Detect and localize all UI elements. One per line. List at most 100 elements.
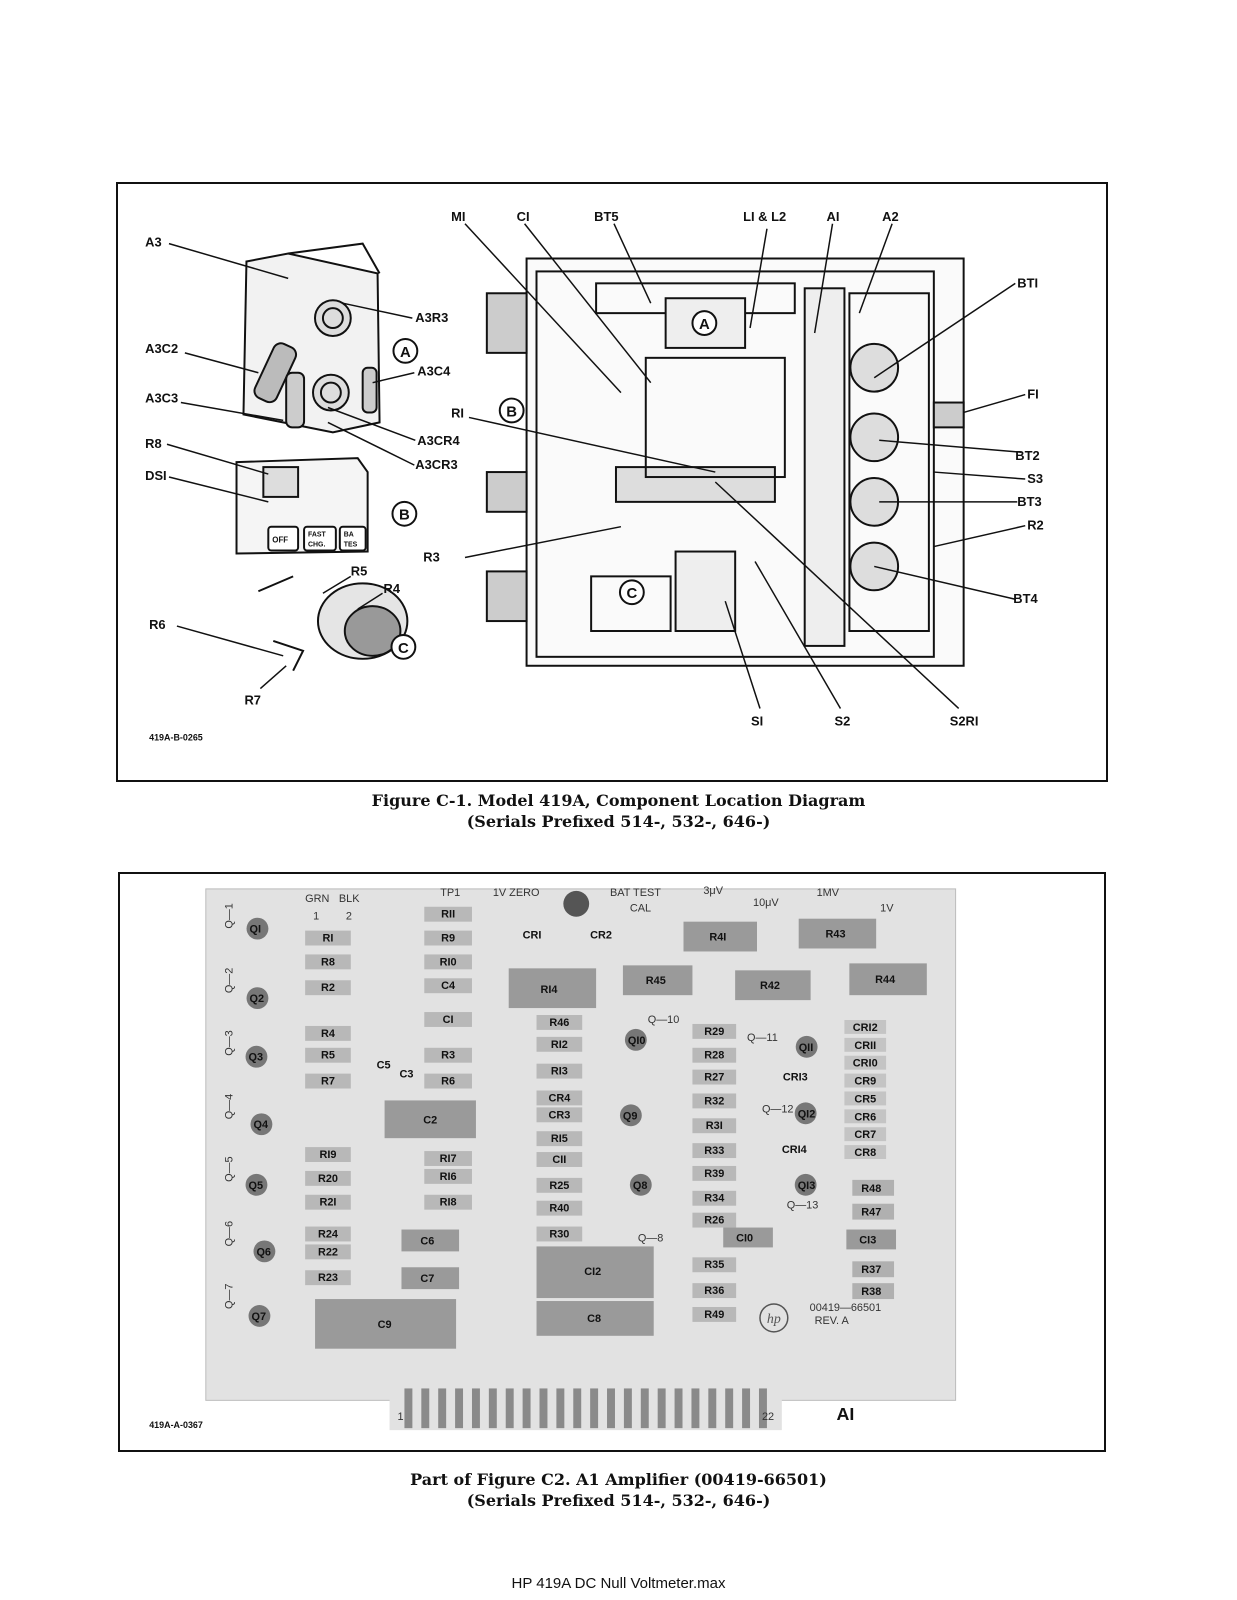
figure2-caption-line2: (Serials Prefixed 514-, 532-, 646-) xyxy=(466,1491,771,1510)
transistor-label: QI xyxy=(250,924,262,936)
label-l1-l2: LI & L2 xyxy=(743,209,786,224)
component-body xyxy=(305,1226,351,1242)
a3-assembly-drawing xyxy=(242,242,381,434)
edge-finger xyxy=(657,1388,666,1429)
diode-label: CR8 xyxy=(854,1147,876,1159)
amplifier-board-figure: GRN BLK 1 2 TP1 1V ZERO BAT TEST CAL 3μV… xyxy=(118,872,1106,1452)
transistor-icon xyxy=(245,1045,268,1068)
component-body xyxy=(305,1194,351,1210)
side-q-label: Q—4 xyxy=(224,1094,236,1119)
component-label: R3 xyxy=(441,1050,455,1062)
component-body xyxy=(305,1170,351,1186)
transistor-icon xyxy=(624,1028,647,1051)
side-q-label: Q—3 xyxy=(224,1030,236,1055)
svg-text:C: C xyxy=(398,641,409,657)
edge-finger xyxy=(640,1388,649,1429)
diode-body xyxy=(844,1127,887,1142)
svg-text:B: B xyxy=(399,508,410,524)
component-group: RIR8R2R4R5R7RI9R20R2IR24R22R23RIIR9RI0C4… xyxy=(305,906,737,1322)
component-body xyxy=(692,1047,737,1063)
label-ds1: DSI xyxy=(145,468,167,483)
pin-2-label: 2 xyxy=(346,911,352,923)
label-r5: R5 xyxy=(351,563,368,578)
transistor-icon xyxy=(795,1035,818,1058)
transistor-label: Q7 xyxy=(252,1311,267,1323)
label-s3: S3 xyxy=(1027,471,1043,486)
test-button-label: TES xyxy=(344,542,358,549)
1v-label: 1V xyxy=(880,903,894,915)
edge-pin-last: 22 xyxy=(762,1411,774,1423)
component-body xyxy=(692,1143,737,1159)
grn-label: GRN xyxy=(305,893,329,905)
c8-label: C8 xyxy=(587,1313,601,1325)
component-label: R9 xyxy=(441,933,455,945)
component-label: R5 xyxy=(321,1050,335,1062)
component-body xyxy=(424,1151,472,1166)
transistor-icon xyxy=(619,1104,642,1127)
component-body xyxy=(692,1069,737,1085)
component-label: R23 xyxy=(318,1272,338,1284)
edge-finger xyxy=(522,1388,531,1429)
off-button-label: OFF xyxy=(272,536,288,545)
component-body xyxy=(424,1073,472,1089)
misc-components: C2 C5 C3 C6 C7 C9 CI2 C8 CI0 CI3 R4I R43… xyxy=(315,918,927,1349)
figure1-caption-line1: Figure C-1. Model 419A, Component Locati… xyxy=(371,791,866,810)
c12-label: CI2 xyxy=(584,1266,601,1278)
q10-side-label: Q—10 xyxy=(648,1014,680,1026)
component-body xyxy=(424,1194,472,1210)
label-r6: R6 xyxy=(149,617,166,632)
component-body xyxy=(692,1306,737,1322)
diode-body xyxy=(844,1073,887,1088)
label-a3: A3 xyxy=(145,235,162,250)
hp-logo-icon: hp xyxy=(759,1303,789,1333)
component-body xyxy=(536,1036,583,1052)
component-label: R26 xyxy=(704,1215,724,1227)
zero-pot-icon xyxy=(563,890,590,917)
component-label: R36 xyxy=(704,1285,724,1297)
r48-label: R48 xyxy=(861,1183,881,1195)
component-label: R46 xyxy=(549,1017,569,1029)
label-a1: AI xyxy=(827,209,840,224)
edge-finger xyxy=(471,1388,480,1429)
component-label: R22 xyxy=(318,1246,338,1258)
r43-label: R43 xyxy=(826,929,846,941)
component-label: R49 xyxy=(704,1309,724,1321)
label-a3c4: A3C4 xyxy=(417,364,451,379)
r37-label: R37 xyxy=(861,1264,881,1276)
edge-finger xyxy=(742,1388,751,1429)
component-body xyxy=(305,1025,351,1041)
diode-label: CR6 xyxy=(854,1111,876,1123)
blk-label: BLK xyxy=(339,893,360,905)
diode-label: CR7 xyxy=(854,1129,876,1141)
r38-label: R38 xyxy=(861,1286,881,1298)
chg-button-label: CHG. xyxy=(308,542,325,549)
label-r2: R2 xyxy=(1027,518,1044,533)
component-label: R29 xyxy=(704,1026,724,1038)
component-label: R32 xyxy=(704,1095,724,1107)
edge-finger xyxy=(421,1388,430,1429)
board-revision: REV. A xyxy=(815,1315,850,1327)
transistor-label: Q6 xyxy=(256,1246,271,1258)
callout-b-chassis-icon: B xyxy=(498,397,525,424)
diode-label: CRI0 xyxy=(853,1058,878,1070)
component-label: R27 xyxy=(704,1072,724,1084)
label-r1: RI xyxy=(451,405,464,420)
1mv-label: 1MV xyxy=(817,887,840,899)
component-label: RII xyxy=(441,909,455,921)
10uv-label: 10μV xyxy=(753,897,779,909)
transistor-label: Q4 xyxy=(253,1119,268,1131)
svg-text:hp: hp xyxy=(767,1312,781,1327)
diode-body xyxy=(844,1037,887,1052)
component-label: R24 xyxy=(318,1228,338,1240)
edge-finger xyxy=(404,1388,413,1429)
component-body xyxy=(424,1012,472,1027)
component-label: RI2 xyxy=(551,1039,568,1051)
component-label: C4 xyxy=(441,980,455,992)
component-body xyxy=(536,1226,583,1242)
component-label: R2I xyxy=(319,1197,336,1209)
c7-label: C7 xyxy=(420,1273,434,1285)
component-body xyxy=(536,1107,583,1123)
label-a2: A2 xyxy=(882,209,899,224)
component-body xyxy=(692,1093,737,1109)
